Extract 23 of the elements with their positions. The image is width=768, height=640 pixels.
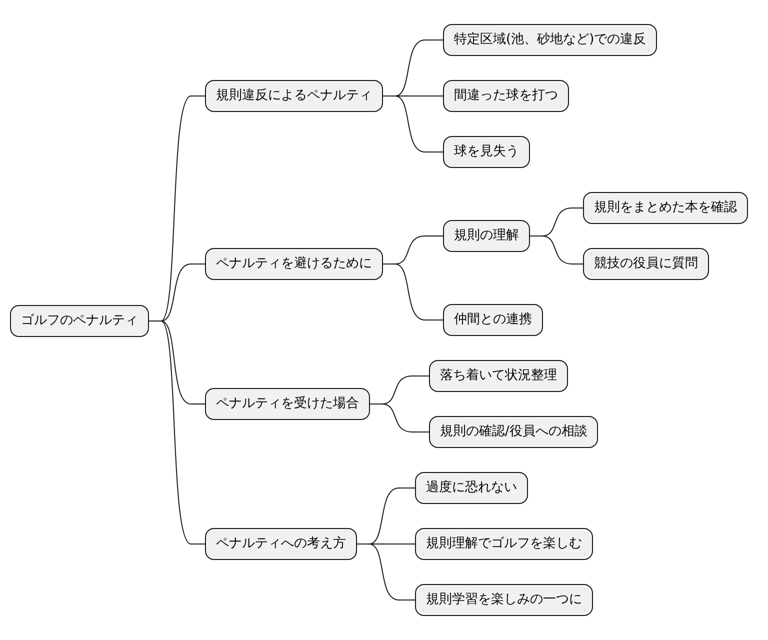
topic-box: 規則の確認/役員への相談 xyxy=(429,416,598,448)
root-topic-box: ゴルフのペナルティ xyxy=(10,305,149,337)
topic-box: ペナルティを受けた場合 xyxy=(205,388,370,420)
connector-line xyxy=(530,236,584,264)
topic-box: 仲間との連携 xyxy=(443,304,543,336)
topic-box: 規則の理解 xyxy=(443,220,530,252)
connector-line xyxy=(148,320,206,544)
topic-box: 規則違反によるペナルティ xyxy=(205,80,383,112)
topic-box: ペナルティへの考え方 xyxy=(205,528,357,560)
topic-box: 過度に恐れない xyxy=(415,472,528,504)
topic-box: 規則理解でゴルフを楽しむ xyxy=(415,528,593,560)
topic-box: 球を見失う xyxy=(443,136,530,168)
topic-box: 特定区域(池、砂地など)での違反 xyxy=(443,24,658,56)
topic-box: 間違った球を打つ xyxy=(443,80,569,112)
connector-line xyxy=(356,544,416,600)
topic-box: 落ち着いて状況整理 xyxy=(429,360,568,392)
topic-box: 競技の役員に質問 xyxy=(583,248,709,280)
connector-line xyxy=(370,404,430,432)
topic-box: 規則をまとめた本を確認 xyxy=(583,192,748,224)
connector-line xyxy=(382,96,444,152)
connector-line xyxy=(382,264,444,320)
topic-box: 規則学習を楽しみの一つに xyxy=(415,584,593,616)
topic-box: ペナルティを避けるために xyxy=(205,248,383,280)
